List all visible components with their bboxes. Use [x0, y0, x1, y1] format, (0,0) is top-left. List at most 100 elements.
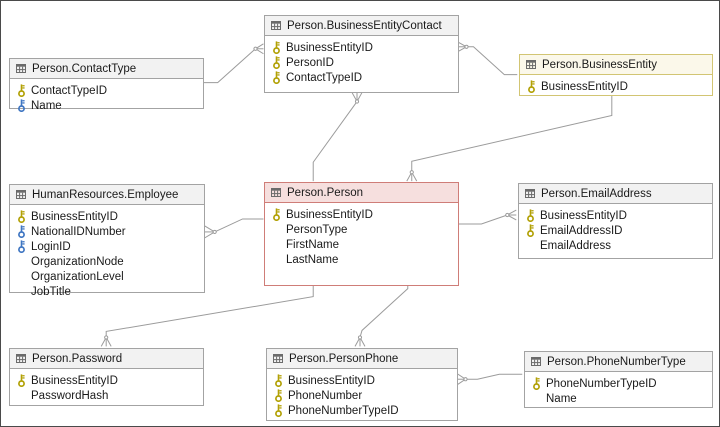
- column-row[interactable]: EmailAddressID: [519, 223, 712, 238]
- column-row[interactable]: ContactTypeID: [10, 83, 203, 98]
- unique-key-icon: [16, 225, 26, 238]
- table-header[interactable]: Person.ContactType: [10, 59, 203, 79]
- column-list: BusinessEntityID PasswordHash: [10, 369, 203, 403]
- table-header[interactable]: Person.PersonPhone: [267, 349, 457, 369]
- column-name: Name: [31, 99, 62, 112]
- relationship-line[interactable]: [204, 218, 264, 239]
- column-row[interactable]: BusinessEntityID: [519, 208, 712, 223]
- primary-key-icon: [273, 389, 283, 402]
- relationship-line[interactable]: [354, 284, 409, 347]
- relationship-line[interactable]: [457, 209, 517, 225]
- column-row[interactable]: BusinessEntityID: [265, 207, 458, 222]
- column-name: BusinessEntityID: [288, 374, 375, 387]
- table-title: Person.Person: [287, 186, 364, 199]
- column-row[interactable]: BusinessEntityID: [267, 373, 457, 388]
- relationship-line[interactable]: [312, 92, 363, 182]
- column-name: PhoneNumberTypeID: [546, 377, 657, 390]
- no-key-spacer: [271, 238, 281, 251]
- unique-key-icon: [16, 240, 26, 253]
- unique-key-icon: [16, 99, 26, 112]
- column-name: PhoneNumberTypeID: [288, 404, 399, 417]
- column-row[interactable]: BusinessEntityID: [265, 40, 458, 55]
- no-key-spacer: [271, 253, 281, 266]
- column-row[interactable]: PhoneNumber: [267, 388, 457, 403]
- column-name: OrganizationNode: [31, 255, 124, 268]
- column-row[interactable]: Name: [10, 98, 203, 113]
- column-row[interactable]: NationalIDNumber: [10, 224, 204, 239]
- table-header[interactable]: Person.EmailAddress: [519, 184, 712, 204]
- table-title: Person.PhoneNumberType: [547, 355, 686, 368]
- table-grid-icon: [526, 60, 536, 69]
- column-row[interactable]: BusinessEntityID: [10, 373, 203, 388]
- no-key-spacer: [16, 285, 26, 298]
- column-row[interactable]: PersonType: [265, 222, 458, 237]
- primary-key-icon: [273, 374, 283, 387]
- primary-key-icon: [16, 210, 26, 223]
- primary-key-icon: [531, 377, 541, 390]
- column-row[interactable]: BusinessEntityID: [520, 79, 712, 94]
- column-row[interactable]: LastName: [265, 252, 458, 267]
- column-name: PasswordHash: [31, 389, 109, 402]
- column-row[interactable]: EmailAddress: [519, 238, 712, 253]
- column-name: BusinessEntityID: [31, 374, 118, 387]
- column-row[interactable]: PhoneNumberTypeID: [267, 403, 457, 418]
- primary-key-icon: [271, 41, 281, 54]
- no-key-spacer: [271, 223, 281, 236]
- table-grid-icon: [531, 357, 541, 366]
- column-row[interactable]: PhoneNumberTypeID: [525, 376, 712, 391]
- primary-key-icon: [526, 80, 536, 93]
- primary-key-icon: [16, 84, 26, 97]
- column-name: PhoneNumber: [288, 389, 363, 402]
- table-title: Person.BusinessEntity: [542, 58, 658, 71]
- table-grid-icon: [16, 190, 26, 199]
- relationship-line[interactable]: [100, 284, 314, 347]
- column-row[interactable]: PersonID: [265, 55, 458, 70]
- column-row[interactable]: Name: [525, 391, 712, 406]
- no-key-spacer: [16, 389, 26, 402]
- column-name: EmailAddress: [540, 239, 611, 252]
- primary-key-icon: [271, 71, 281, 84]
- table-header[interactable]: Person.BusinessEntity: [520, 55, 712, 75]
- relationship-line[interactable]: [457, 41, 518, 76]
- column-name: BusinessEntityID: [286, 41, 373, 54]
- column-row[interactable]: BusinessEntityID: [10, 209, 204, 224]
- column-name: BusinessEntityID: [540, 209, 627, 222]
- primary-key-icon: [271, 208, 281, 221]
- table-header[interactable]: Person.Person: [265, 183, 458, 203]
- table-header[interactable]: Person.Password: [10, 349, 203, 369]
- column-name: NationalIDNumber: [31, 225, 126, 238]
- table-title: HumanResources.Employee: [32, 188, 179, 201]
- column-row[interactable]: OrganizationLevel: [10, 269, 204, 284]
- table-header[interactable]: Person.BusinessEntityContact: [265, 16, 458, 36]
- primary-key-icon: [16, 374, 26, 387]
- column-row[interactable]: OrganizationNode: [10, 254, 204, 269]
- primary-key-icon: [525, 209, 535, 222]
- column-name: LastName: [286, 253, 339, 266]
- relationship-line[interactable]: [203, 43, 264, 84]
- column-row[interactable]: LoginID: [10, 239, 204, 254]
- column-row[interactable]: JobTitle: [10, 284, 204, 299]
- column-row[interactable]: PasswordHash: [10, 388, 203, 403]
- relationship-line[interactable]: [406, 95, 613, 182]
- column-row[interactable]: ContactTypeID: [265, 70, 458, 85]
- table-header[interactable]: HumanResources.Employee: [10, 185, 204, 205]
- primary-key-icon: [525, 224, 535, 237]
- table-header[interactable]: Person.PhoneNumberType: [525, 352, 712, 372]
- relationship-line[interactable]: [456, 372, 523, 386]
- column-row[interactable]: FirstName: [265, 237, 458, 252]
